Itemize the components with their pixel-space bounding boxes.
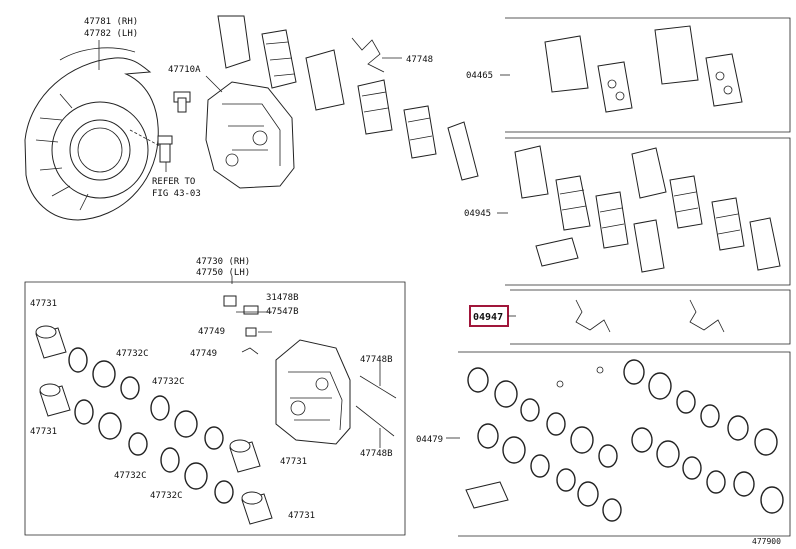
kit-04479-frame (458, 351, 791, 537)
caliper-bolt (129, 129, 173, 163)
label-refer-to: REFER TO (152, 177, 195, 187)
label-47732C-b: 47732C (152, 377, 185, 387)
label-47732C-d: 47732C (150, 491, 183, 501)
label-04945: 04945 (464, 209, 491, 219)
label-47710A: 47710A (168, 65, 201, 75)
piston-set (35, 325, 273, 525)
pad-top-1 (217, 15, 297, 89)
slide-pin-b (355, 405, 395, 437)
label-47749-a: 47749 (198, 327, 225, 337)
kit-04947-frame (510, 289, 791, 345)
pad-set-04465 (544, 25, 743, 113)
caliper-lower (275, 339, 351, 445)
caliper-assembly-frame (24, 281, 406, 536)
figure-code: 477900 (752, 537, 781, 546)
label-31478B: 31478B (266, 293, 299, 303)
label-47732C-c: 47732C (114, 471, 147, 481)
pad-set-04945-frame (505, 137, 791, 286)
label-fig-43-03: FIG 43-03 (152, 189, 201, 199)
label-04479: 04479 (416, 435, 443, 445)
label-47731-b: 47731 (30, 427, 57, 437)
pad-top-2 (305, 49, 479, 181)
label-47731-c: 47731 (280, 457, 307, 467)
caliper-47710A (205, 81, 295, 189)
pad-set-04465-frame (505, 17, 791, 133)
label-47731-d: 47731 (288, 511, 315, 521)
label-47748B-b: 47748B (360, 449, 393, 459)
spring-47748 (351, 37, 385, 73)
bleeder-parts (223, 295, 272, 355)
label-47547B: 47547B (266, 307, 299, 317)
label-47730: 47730 (RH) (196, 257, 250, 267)
pad-set-04945 (514, 145, 781, 273)
label-47782: 47782 (LH) (84, 29, 138, 39)
label-47750: 47750 (LH) (196, 268, 250, 278)
mounting-bolt (173, 91, 191, 113)
dust-shield (24, 47, 159, 221)
seal-kit-04479 (465, 359, 784, 522)
label-04465: 04465 (466, 71, 493, 81)
label-04947[interactable]: 04947 (473, 312, 503, 323)
slide-pin-a (359, 375, 397, 399)
leader-47710A (205, 75, 223, 93)
label-47749-b: 47749 (190, 349, 217, 359)
label-47732C-a: 47732C (116, 349, 149, 359)
label-47748B-a: 47748B (360, 355, 393, 365)
spring-04947-b (689, 299, 725, 333)
label-47781: 47781 (RH) (84, 17, 138, 27)
label-47748-top: 47748 (406, 55, 433, 65)
spring-04947-a (575, 299, 611, 333)
label-47731-a: 47731 (30, 299, 57, 309)
